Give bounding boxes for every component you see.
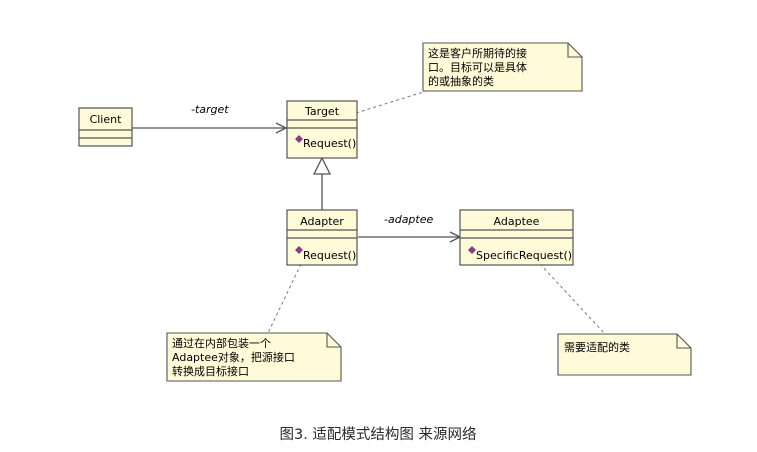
operation-marker-icon	[295, 135, 303, 143]
operation-adapter-request: Request()	[303, 249, 356, 262]
note-connector-adaptee	[539, 263, 606, 335]
note-target-line-1: 这是客户所期待的接	[428, 46, 527, 60]
operation-marker-icon	[295, 246, 303, 254]
class-name-client: Client	[90, 113, 123, 126]
class-name-adapter: Adapter	[300, 215, 344, 228]
class-client[interactable]: Client	[78, 107, 133, 147]
generalization-arrowhead	[312, 156, 332, 175]
note-adapter[interactable]: 通过在内部包装一个 Adaptee对象，把源接口 转换成目标接口	[166, 332, 342, 382]
note-adapter-line-3: 转换成目标接口	[172, 364, 249, 378]
note-adaptee-line-1: 需要适配的类	[564, 340, 630, 354]
class-name-adaptee: Adaptee	[494, 215, 540, 228]
note-adapter-line-2: Adaptee对象，把源接口	[172, 350, 295, 364]
class-name-target: Target	[304, 105, 340, 118]
operation-marker-icon	[468, 246, 476, 254]
note-adapter-line-1: 通过在内部包装一个	[172, 336, 271, 350]
note-adaptee[interactable]: 需要适配的类	[557, 333, 692, 376]
note-target-line-2: 口。目标可以是具体	[428, 60, 527, 74]
class-adapter[interactable]: Adapter Request()	[286, 209, 358, 266]
note-connector-adapter	[267, 263, 302, 334]
note-connector-target	[355, 88, 434, 114]
role-label-adaptee: -adaptee	[384, 213, 433, 226]
operation-target-request: Request()	[303, 137, 356, 150]
class-adaptee[interactable]: Adaptee SpecificRequest()	[459, 209, 574, 266]
figure-caption: 图3. 适配模式结构图 来源网络	[279, 426, 476, 443]
role-label-target: -target	[191, 103, 229, 116]
note-target[interactable]: 这是客户所期待的接 口。目标可以是具体 的或抽象的类	[422, 42, 583, 92]
note-target-line-3: 的或抽象的类	[428, 74, 494, 88]
operation-adaptee-specificrequest: SpecificRequest()	[476, 249, 572, 262]
class-target[interactable]: Target Request()	[286, 100, 358, 159]
